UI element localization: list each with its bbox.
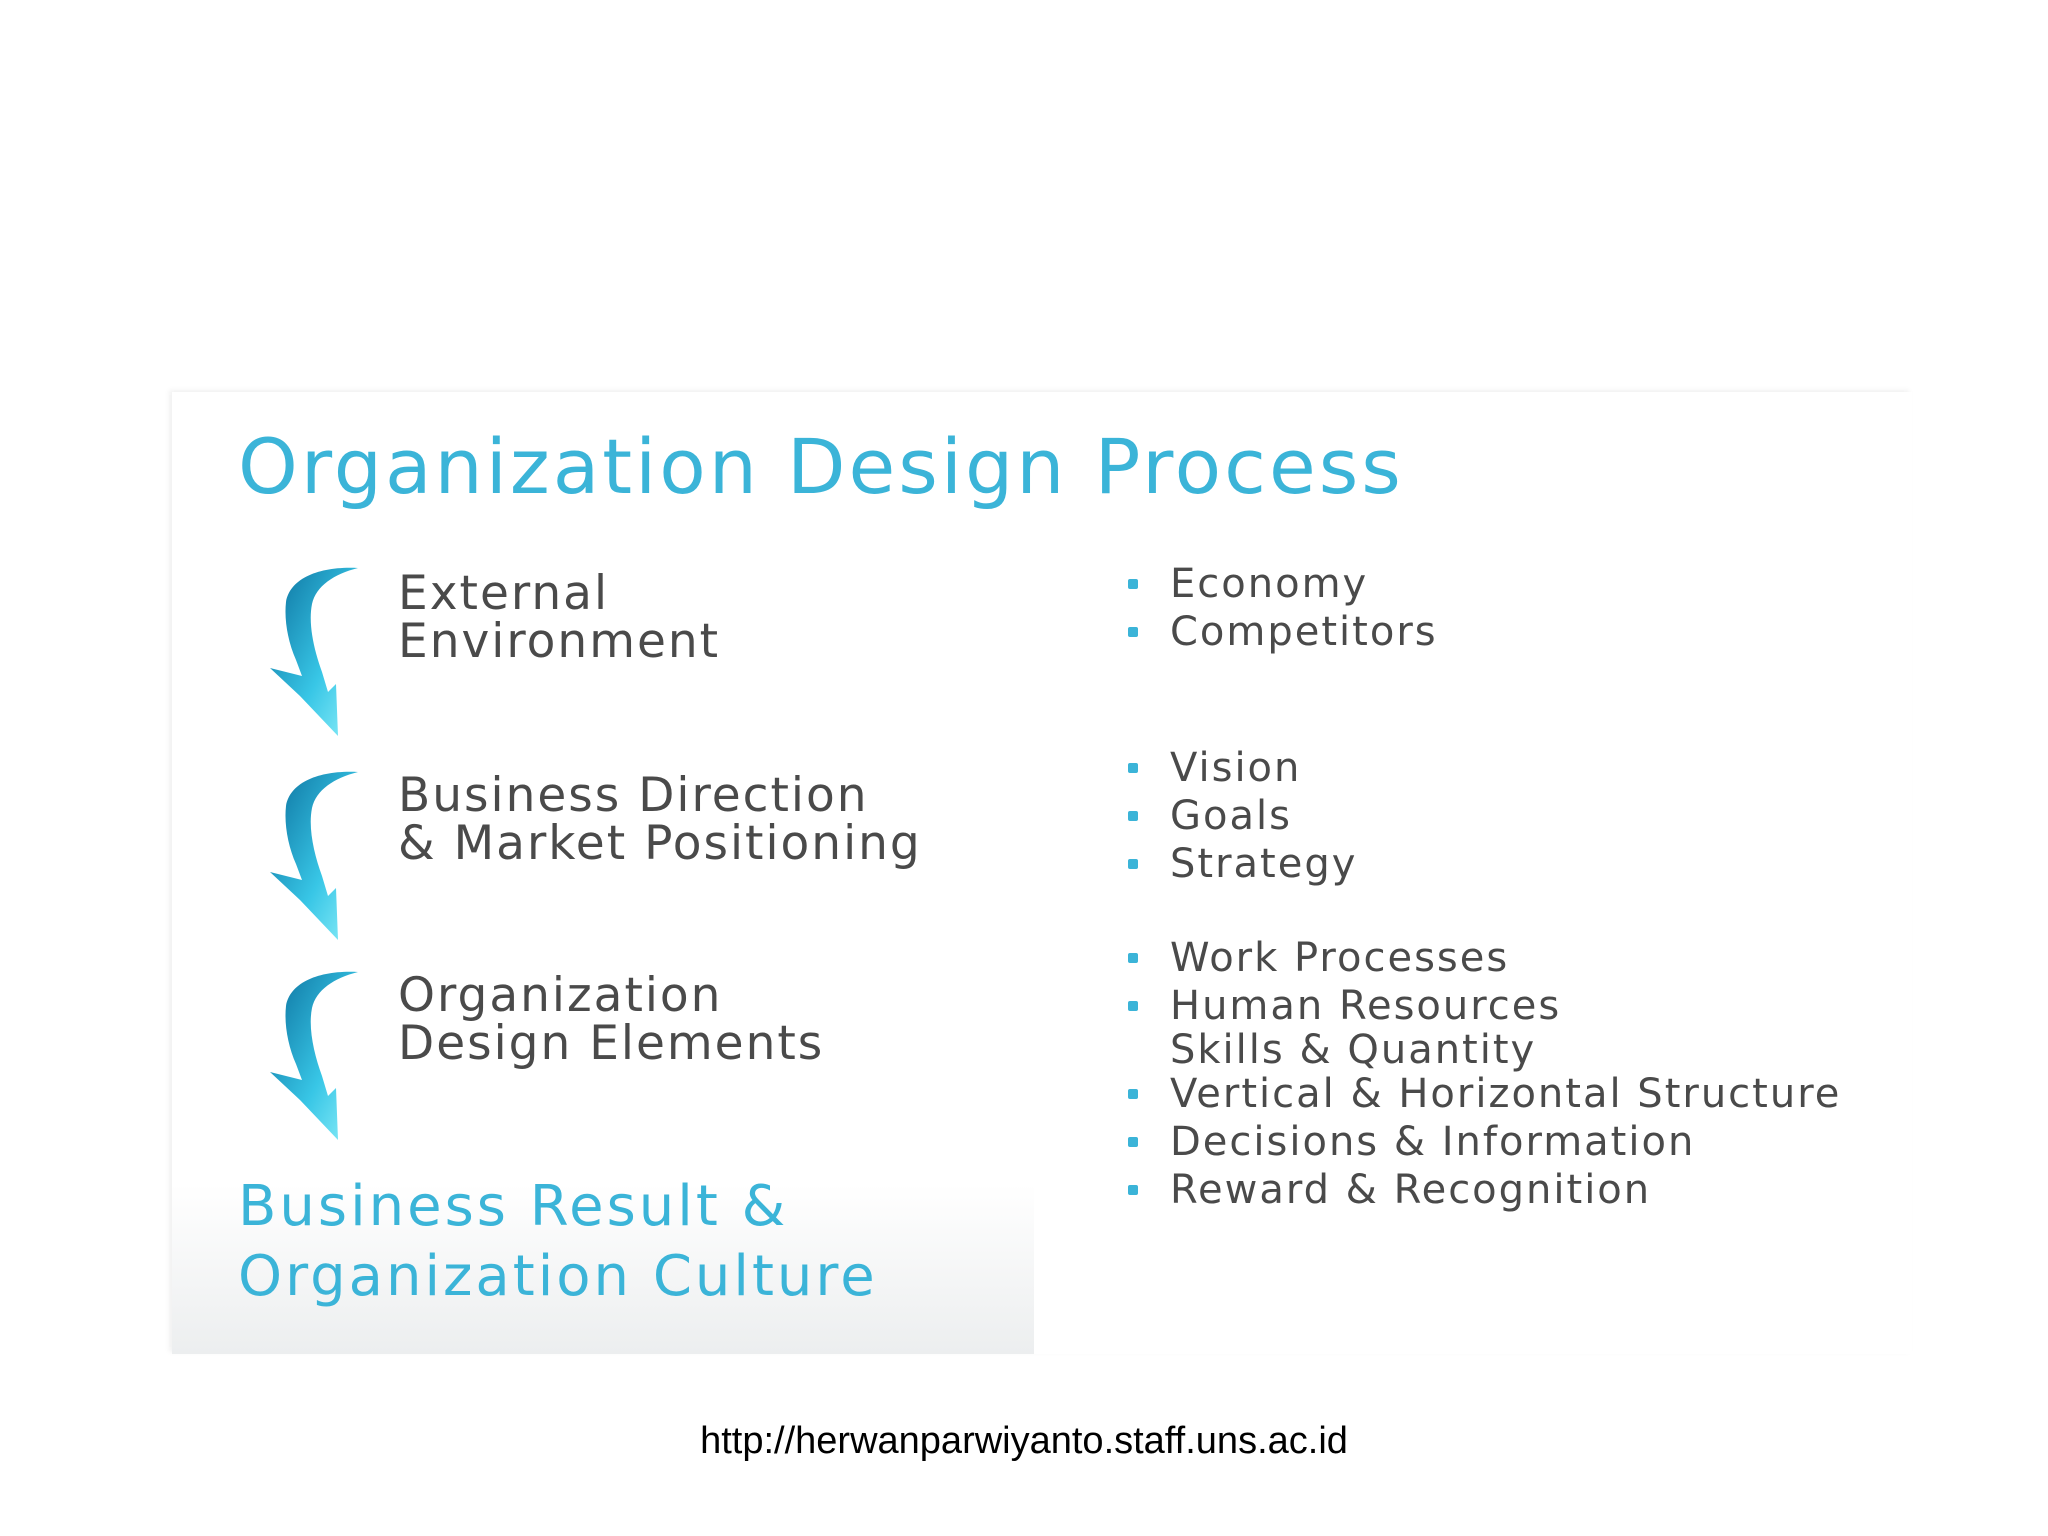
bullet-icon	[1128, 811, 1138, 821]
bullet-text: Vision	[1170, 745, 1302, 791]
bullet-text: Human Resources	[1170, 983, 1562, 1029]
bullet-icon	[1128, 953, 1138, 963]
bullet-item: Decisions & Information	[1120, 1118, 1841, 1166]
step-label-line: Business Direction	[398, 768, 869, 823]
footer-url: http://herwanparwiyanto.staff.uns.ac.id	[700, 1420, 1348, 1462]
bullet-icon	[1128, 1001, 1138, 1011]
panel-fade-background	[172, 1184, 1034, 1354]
bullet-text: Work Processes	[1170, 935, 1510, 981]
bullet-icon	[1128, 763, 1138, 773]
bullet-item: Strategy	[1120, 840, 1357, 888]
result-line: Organization Culture	[238, 1244, 878, 1309]
step-label-line: Environment	[398, 614, 721, 669]
step-label-business-direction: Business Direction & Market Positioning	[398, 772, 922, 868]
bullet-list-business: Vision Goals Strategy	[1120, 744, 1357, 888]
result-line: Business Result &	[238, 1174, 789, 1239]
step-label-line: Organization	[398, 968, 723, 1023]
bullet-item: Reward & Recognition	[1120, 1166, 1841, 1214]
step-label-organization-design-elements: Organization Design Elements	[398, 972, 824, 1068]
bullet-text: Economy	[1170, 561, 1369, 607]
diagram-title: Organization Design Process	[238, 422, 1404, 511]
step-label-line: & Market Positioning	[398, 816, 922, 871]
bullet-item: Economy	[1120, 560, 1438, 608]
bullet-text: Competitors	[1170, 609, 1438, 655]
bullet-text: Goals	[1170, 793, 1292, 839]
curved-down-arrow-icon	[250, 768, 360, 944]
bullet-list-external: Economy Competitors	[1120, 560, 1438, 656]
curved-down-arrow-icon	[250, 564, 360, 740]
bullet-icon	[1128, 1185, 1138, 1195]
bullet-item: Competitors	[1120, 608, 1438, 656]
business-result-label: Business Result & Organization Culture	[238, 1172, 878, 1312]
bullet-item: Goals	[1120, 792, 1357, 840]
step-label-line: External	[398, 566, 609, 621]
bullet-item: Vision	[1120, 744, 1357, 792]
bullet-text: Strategy	[1170, 841, 1358, 887]
bullet-subtext: Skills & Quantity	[1170, 1027, 1537, 1073]
step-label-external-environment: External Environment	[398, 570, 720, 666]
bullet-item: Vertical & Horizontal Structure	[1120, 1070, 1841, 1118]
diagram-panel: Organization Design Process External Env…	[172, 392, 1912, 1354]
bullet-text: Reward & Recognition	[1170, 1167, 1652, 1213]
step-label-line: Design Elements	[398, 1016, 825, 1071]
bullet-item: Work Processes	[1120, 934, 1841, 982]
bullet-icon	[1128, 859, 1138, 869]
bullet-icon	[1128, 1089, 1138, 1099]
bullet-icon	[1128, 627, 1138, 637]
bullet-text: Decisions & Information	[1170, 1119, 1696, 1165]
bullet-text: Vertical & Horizontal Structure	[1170, 1071, 1842, 1117]
bullet-icon	[1128, 1137, 1138, 1147]
bullet-icon	[1128, 579, 1138, 589]
curved-down-arrow-icon	[250, 968, 360, 1144]
